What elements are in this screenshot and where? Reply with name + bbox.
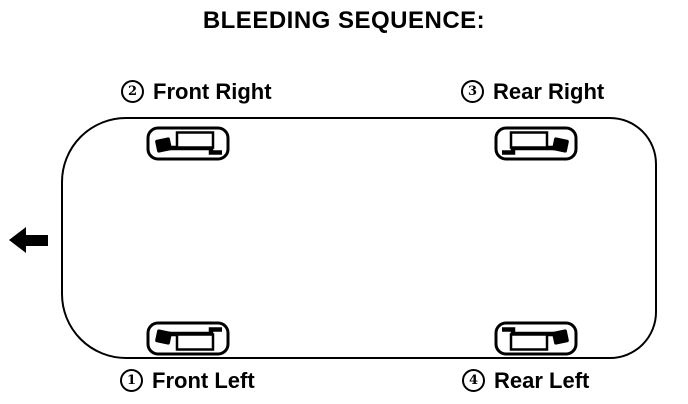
brake-caliper-icon-front-right	[148, 128, 228, 159]
diagram-title: BLEEDING SEQUENCE:	[202, 7, 486, 34]
brake-caliper-icon-front-left	[148, 323, 228, 354]
wheel-position-label: Rear Left	[494, 367, 590, 393]
label-rear-right: 3 Rear Right	[461, 78, 605, 104]
wheel-position-label: Front Right	[153, 78, 272, 104]
brake-caliper-icon-rear-left	[496, 323, 576, 354]
step-number-badge: 1	[120, 369, 143, 392]
step-number-badge: 3	[461, 80, 484, 103]
wheel-position-label: Front Left	[152, 367, 255, 393]
wheel-position-label: Rear Right	[493, 78, 605, 104]
brake-caliper-icon-rear-right	[496, 128, 576, 159]
front-direction-arrow-icon	[9, 227, 48, 253]
step-number-badge: 2	[121, 80, 144, 103]
label-rear-left: 4 Rear Left	[462, 367, 590, 393]
step-number-badge: 4	[462, 369, 485, 392]
car-body-outline	[61, 117, 657, 359]
label-front-right: 2 Front Right	[121, 78, 272, 104]
label-front-left: 1 Front Left	[120, 367, 255, 393]
